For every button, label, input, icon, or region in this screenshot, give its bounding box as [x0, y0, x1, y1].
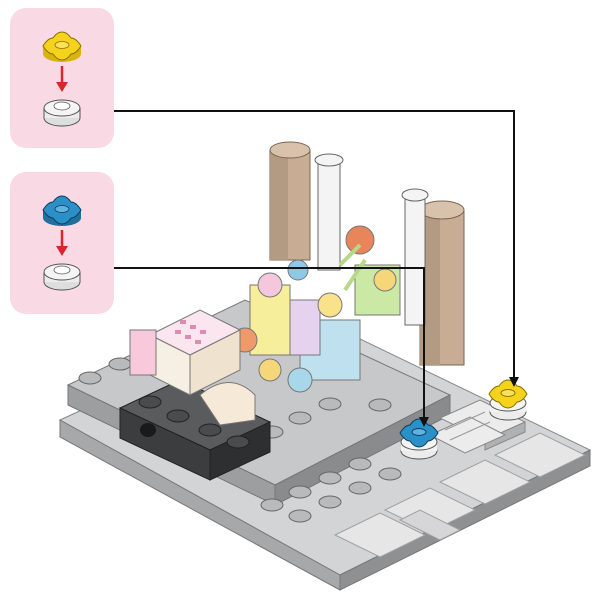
yellow-round-plate-icon	[42, 31, 82, 62]
red-down-arrow-icon	[56, 230, 68, 256]
tan-pillar-left	[269, 141, 311, 261]
leader-line-blue	[114, 267, 429, 427]
red-down-arrow-icon	[56, 66, 68, 92]
blue-round-plate-icon	[42, 195, 82, 226]
pastel-flower-bed	[232, 225, 401, 393]
dark-technic-brick	[118, 379, 272, 481]
baseplate-studs	[78, 357, 402, 523]
yellow-target-stud	[488, 379, 528, 421]
white-stems	[314, 153, 429, 326]
floor-tiles	[333, 432, 587, 558]
stairs	[428, 399, 527, 454]
white-round-plate-icon	[43, 263, 81, 291]
tan-pillar-right	[419, 200, 465, 366]
leader-line-yellow	[114, 110, 519, 387]
white-round-plate-icon	[43, 99, 81, 127]
register-piece	[129, 309, 256, 426]
